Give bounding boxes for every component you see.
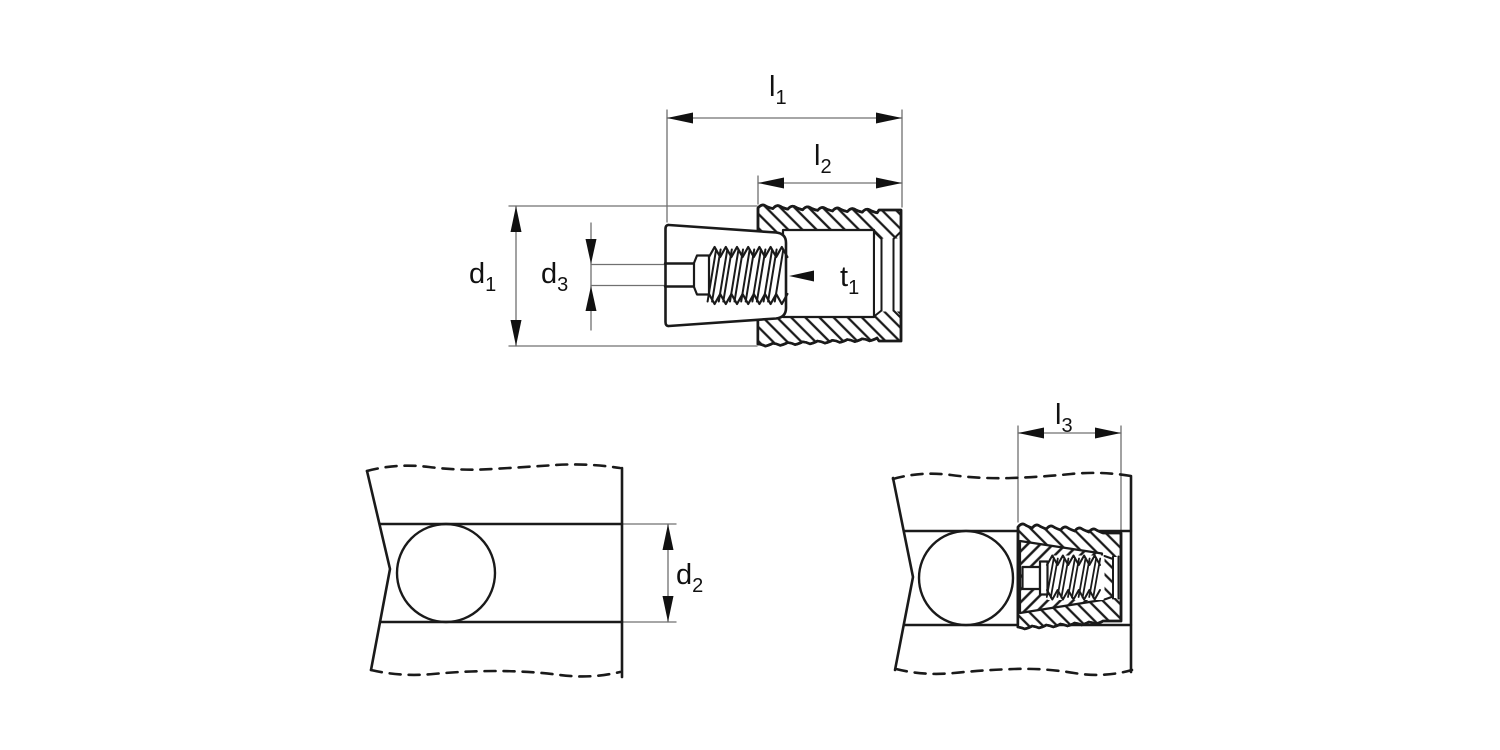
dim-label-d1: d1	[469, 258, 496, 296]
dim-label-d2: d2	[676, 559, 703, 597]
sleeve-end-bore	[875, 238, 901, 312]
panel-outline-2	[891, 471, 1134, 677]
installed-thread-profile	[1045, 554, 1102, 601]
installed-end-details	[1103, 555, 1120, 601]
expansion-cone	[664, 223, 788, 328]
insert-cross-section-view: l1 l2 d1 d3 t1	[469, 71, 903, 348]
installed-stud-shaft	[1021, 565, 1042, 591]
cross-hole-circle	[395, 522, 497, 624]
dimension-arrows-l3	[1018, 427, 1121, 439]
cross-hole-circle-2	[917, 529, 1015, 627]
dim-label-l2: l2	[814, 140, 832, 178]
sleeve-bore-cavity	[781, 228, 876, 319]
thread-profile	[706, 245, 789, 306]
installed-stud-collar	[1038, 560, 1049, 596]
dim-label-l1: l1	[769, 71, 787, 109]
installed-end-bore	[1113, 557, 1121, 598]
panel-hole-view: d2	[365, 463, 703, 679]
dim-label-l3: l3	[1055, 399, 1073, 437]
dim-label-t1: t1	[840, 261, 859, 299]
dim-label-d3: d3	[541, 258, 568, 296]
panel-outline	[365, 463, 624, 679]
installed-insert-view: l3	[891, 399, 1134, 677]
dimension-arrows-d2	[662, 524, 674, 622]
sleeve-end-details	[873, 230, 902, 319]
dimension-arrows-top	[510, 112, 902, 346]
